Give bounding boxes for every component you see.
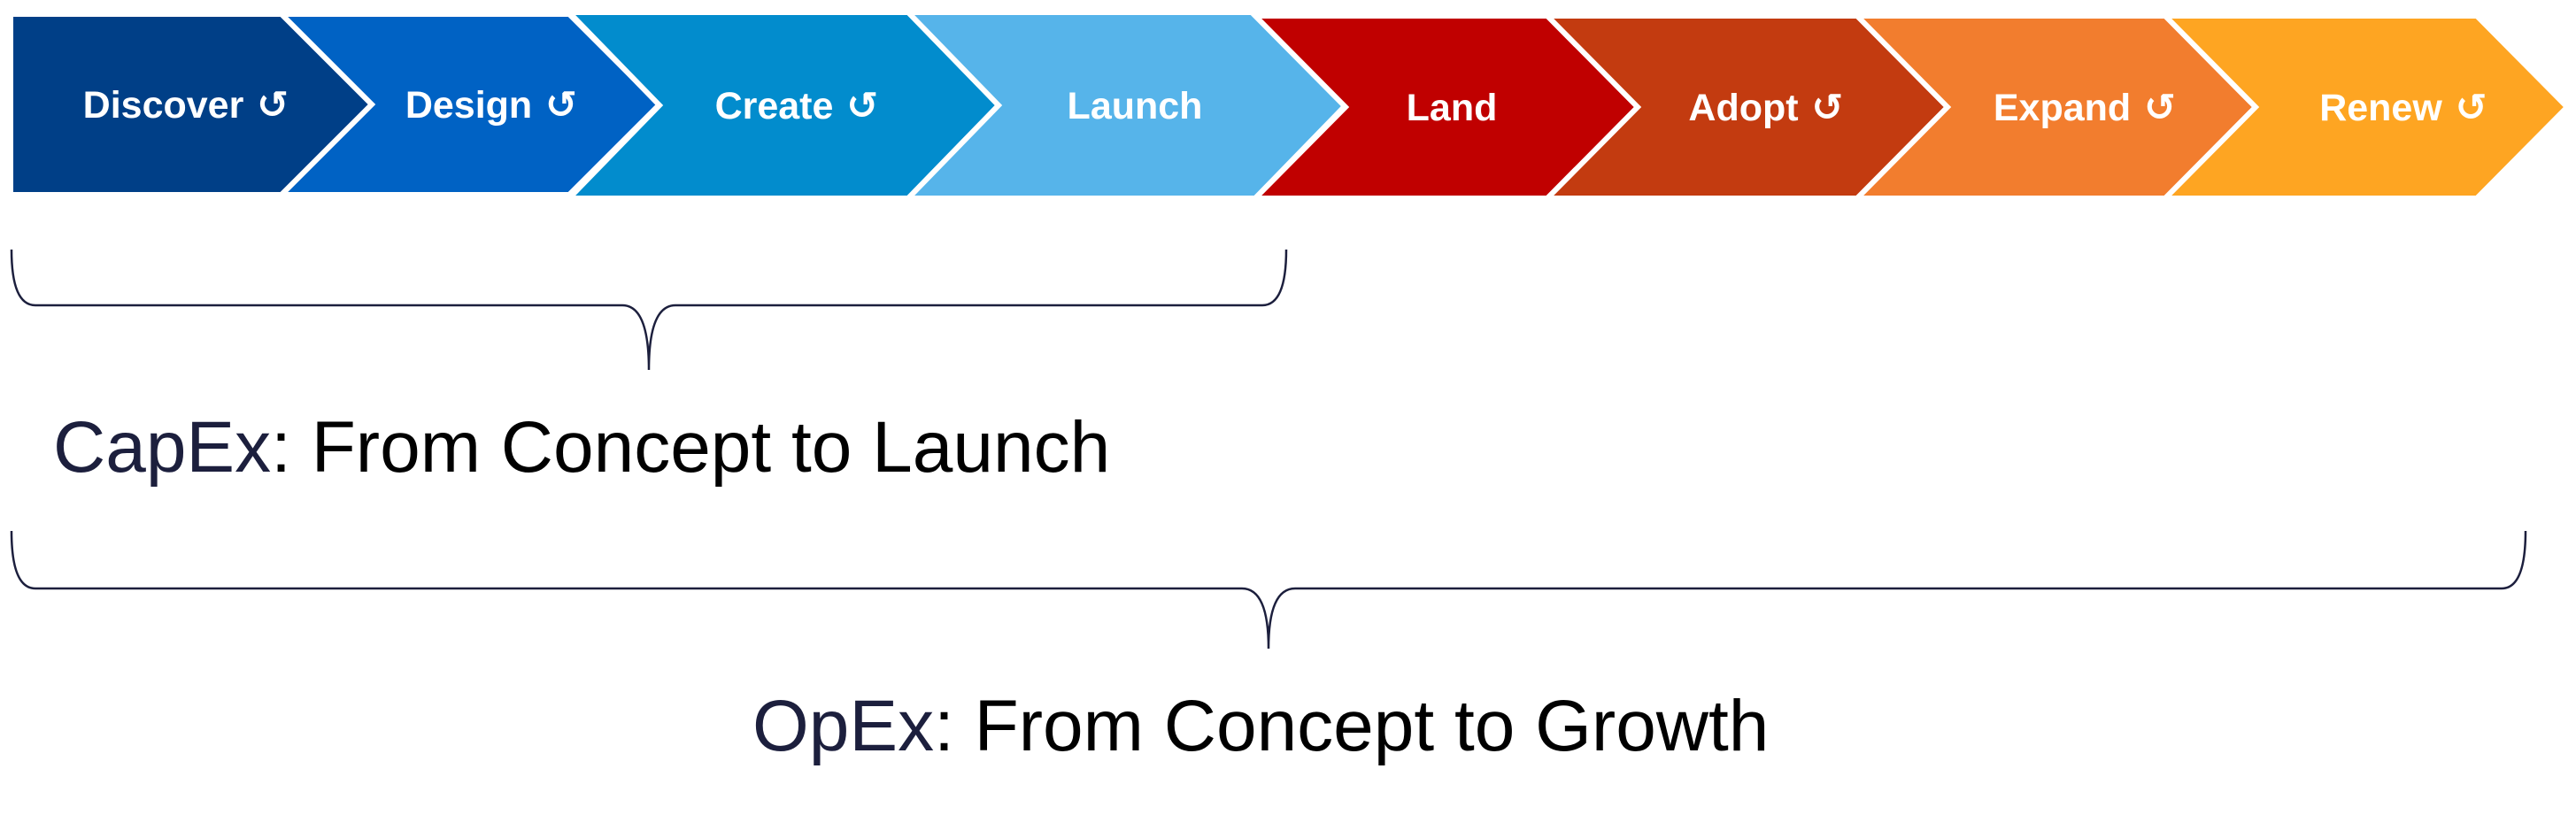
step-text-discover: Discover bbox=[83, 84, 244, 127]
step-label-land: Land bbox=[1407, 87, 1498, 129]
step-text-renew: Renew bbox=[2319, 87, 2442, 129]
cycle-icon: ↺ bbox=[2442, 86, 2487, 130]
step-text-adopt: Adopt bbox=[1688, 87, 1798, 129]
step-label-discover: Discover ↺ bbox=[83, 83, 289, 127]
capex-description: : From Concept to Launch bbox=[271, 407, 1111, 488]
step-label-adopt: Adopt ↺ bbox=[1688, 86, 1843, 130]
step-label-renew: Renew ↺ bbox=[2319, 86, 2487, 130]
opex-description: : From Concept to Growth bbox=[934, 686, 1770, 766]
step-label-design: Design ↺ bbox=[405, 83, 577, 127]
step-label-expand: Expand ↺ bbox=[1994, 86, 2176, 130]
step-text-land: Land bbox=[1407, 87, 1498, 129]
step-label-launch: Launch bbox=[1068, 85, 1203, 127]
cycle-icon: ↺ bbox=[2131, 86, 2176, 130]
step-text-launch: Launch bbox=[1068, 85, 1203, 127]
step-text-create: Create bbox=[715, 85, 834, 127]
opex-term: OpEx bbox=[752, 686, 935, 766]
step-text-design: Design bbox=[405, 84, 532, 127]
opex-caption: OpEx: From Concept to Growth bbox=[752, 690, 1769, 763]
chevron-renew bbox=[2158, 13, 2572, 201]
capex-caption: CapEx: From Concept to Launch bbox=[53, 411, 1110, 484]
cycle-icon: ↺ bbox=[833, 84, 878, 128]
capex-term: CapEx bbox=[53, 407, 272, 488]
step-text-expand: Expand bbox=[1994, 87, 2131, 129]
step-label-create: Create ↺ bbox=[715, 84, 879, 128]
cycle-icon: ↺ bbox=[1799, 86, 1844, 130]
opex-brace bbox=[10, 530, 2527, 650]
capex-brace bbox=[10, 249, 1288, 371]
cycle-icon: ↺ bbox=[243, 83, 289, 127]
cycle-icon: ↺ bbox=[532, 83, 577, 127]
